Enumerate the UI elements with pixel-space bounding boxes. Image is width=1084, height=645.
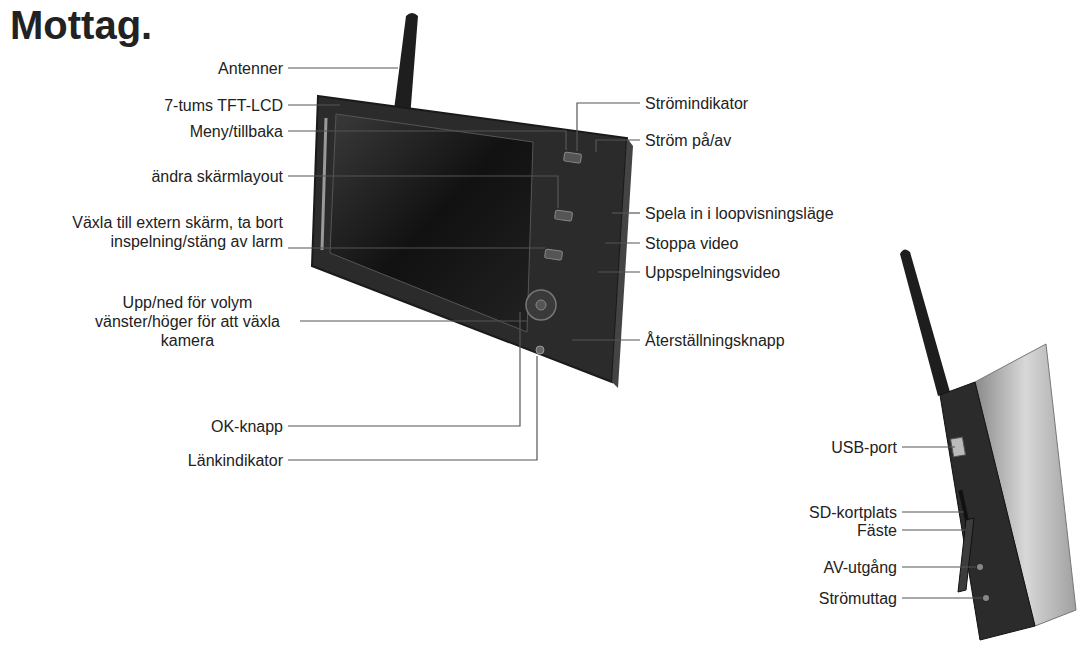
button [564, 152, 582, 163]
leader-line [596, 140, 640, 152]
monitor-edge [612, 138, 633, 388]
leader-line [598, 271, 640, 272]
part-label: USB-port [831, 438, 897, 457]
leader-line [288, 176, 558, 208]
av-jack [977, 564, 983, 570]
ok-button [536, 300, 546, 310]
leader-line [605, 242, 640, 243]
link-led [536, 346, 544, 354]
title: Mottag. [10, 2, 152, 48]
leader-line [902, 597, 982, 598]
lcd-screen [330, 114, 533, 332]
leader-line [288, 356, 537, 460]
leader-line [577, 103, 640, 151]
part-label: OK-knapp [211, 417, 283, 436]
leader-line [288, 104, 340, 105]
part-label: Fäste [857, 521, 897, 540]
leader-line [300, 320, 527, 321]
monitor-body [312, 96, 627, 382]
part-label: ändra skärmlayout [151, 167, 283, 186]
leader-line [288, 67, 398, 68]
part-label: Strömuttag [819, 589, 897, 608]
antenna [900, 249, 950, 396]
sd-slot [959, 490, 970, 524]
antenna [394, 13, 418, 118]
d-pad [526, 290, 556, 320]
button [545, 249, 563, 260]
leader-line [612, 212, 640, 213]
part-label: Ström på/av [645, 131, 731, 150]
part-label: Länkindikator [188, 451, 283, 470]
leader-line [288, 312, 520, 426]
part-label: Stoppa video [645, 234, 738, 253]
leader-line [572, 339, 640, 340]
leader-line [902, 446, 955, 447]
button [555, 210, 573, 221]
leader-lines [288, 68, 982, 598]
part-label: SD-kortplats [809, 503, 897, 522]
side-panel [940, 382, 1035, 640]
leader-line [902, 529, 966, 530]
power-jack [983, 595, 989, 601]
part-label: AV-utgång [823, 558, 897, 577]
screen-highlight [322, 118, 326, 250]
part-label: Växla till extern skärm, ta bort inspeln… [28, 213, 283, 251]
leader-line [902, 566, 976, 567]
part-label: Återställningsknapp [645, 331, 785, 350]
part-label: Spela in i loopvisningsläge [645, 204, 834, 223]
part-label: Strömindikator [645, 94, 748, 113]
leader-line [288, 247, 545, 248]
part-label: 7-tums TFT-LCD [164, 96, 283, 115]
stand [958, 518, 974, 592]
part-label: Meny/tillbaka [190, 122, 283, 141]
front-view [312, 13, 633, 388]
leader-line [288, 131, 566, 150]
side-view [900, 249, 1076, 640]
part-label: Upp/ned för volym vänster/höger för att … [80, 293, 295, 350]
leader-line [902, 511, 964, 512]
part-label: Uppspelningsvideo [645, 263, 780, 282]
part-label: Antenner [218, 59, 283, 78]
